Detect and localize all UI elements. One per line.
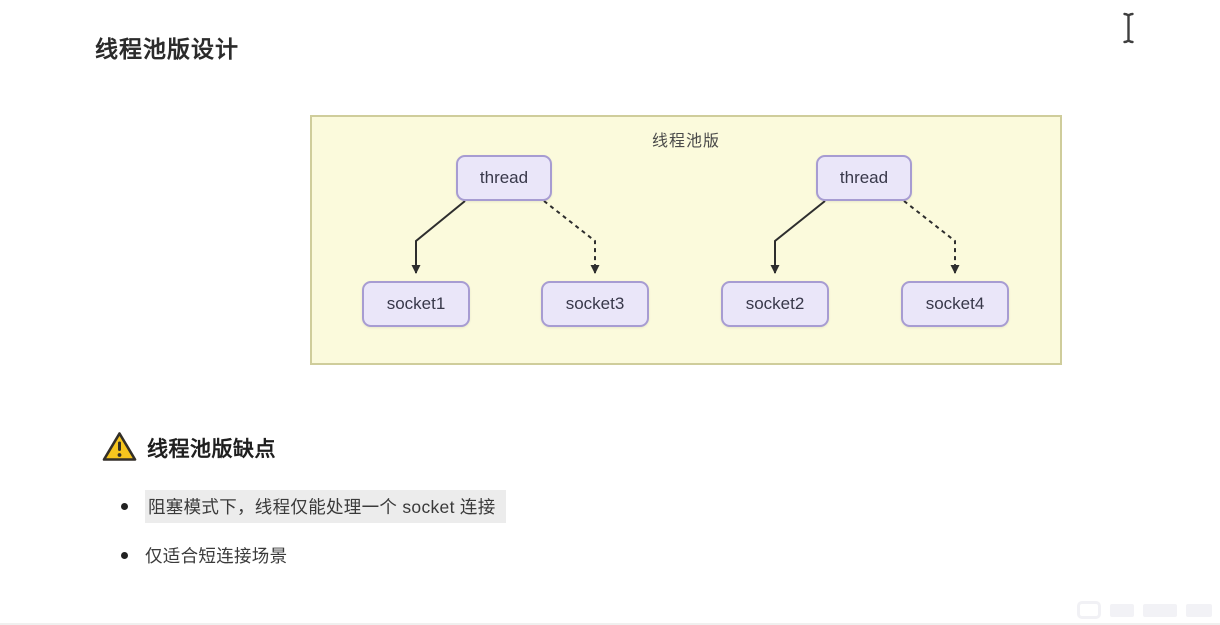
list-item: 阻塞模式下，线程仅能处理一个 socket 连接 (121, 489, 506, 523)
bullet-dot-icon (121, 502, 128, 510)
edge-thread2-socket2-solid (770, 200, 826, 274)
warning-heading: 线程池版缺点 (147, 438, 276, 461)
diagram-title: 线程池版 (651, 133, 720, 150)
diagram-edges (411, 200, 960, 274)
bullet-text: 阻塞模式下，线程仅能处理一个 socket 连接 (145, 489, 506, 523)
bullet-dot-icon (121, 551, 128, 559)
warning-triangle-icon (102, 432, 137, 461)
node-socket4: socket4 (901, 281, 1009, 327)
node-socket1: socket1 (362, 281, 470, 327)
node-thread-2: thread (816, 155, 912, 201)
node-thread-1: thread (456, 155, 552, 201)
bullet-list: 阻塞模式下，线程仅能处理一个 socket 连接 仅适合短连接场景 (121, 489, 506, 589)
bullet-text: 仅适合短连接场景 (145, 545, 288, 566)
list-item: 仅适合短连接场景 (121, 540, 506, 570)
watermark-icon (1077, 601, 1101, 619)
node-socket2: socket2 (721, 281, 829, 327)
node-socket3: socket3 (541, 281, 649, 327)
edge-thread2-socket4-dashed (903, 200, 960, 274)
page-title: 线程池版设计 (95, 36, 239, 62)
watermark-logo (1077, 601, 1212, 619)
text-ibeam-cursor (1123, 12, 1134, 44)
thread-pool-diagram: 线程池版 thread thread socket1 socket3 socke… (310, 115, 1062, 365)
edge-thread1-socket3-dashed (543, 200, 600, 274)
bottom-divider (0, 623, 1220, 625)
edge-thread1-socket1-solid (411, 200, 466, 274)
